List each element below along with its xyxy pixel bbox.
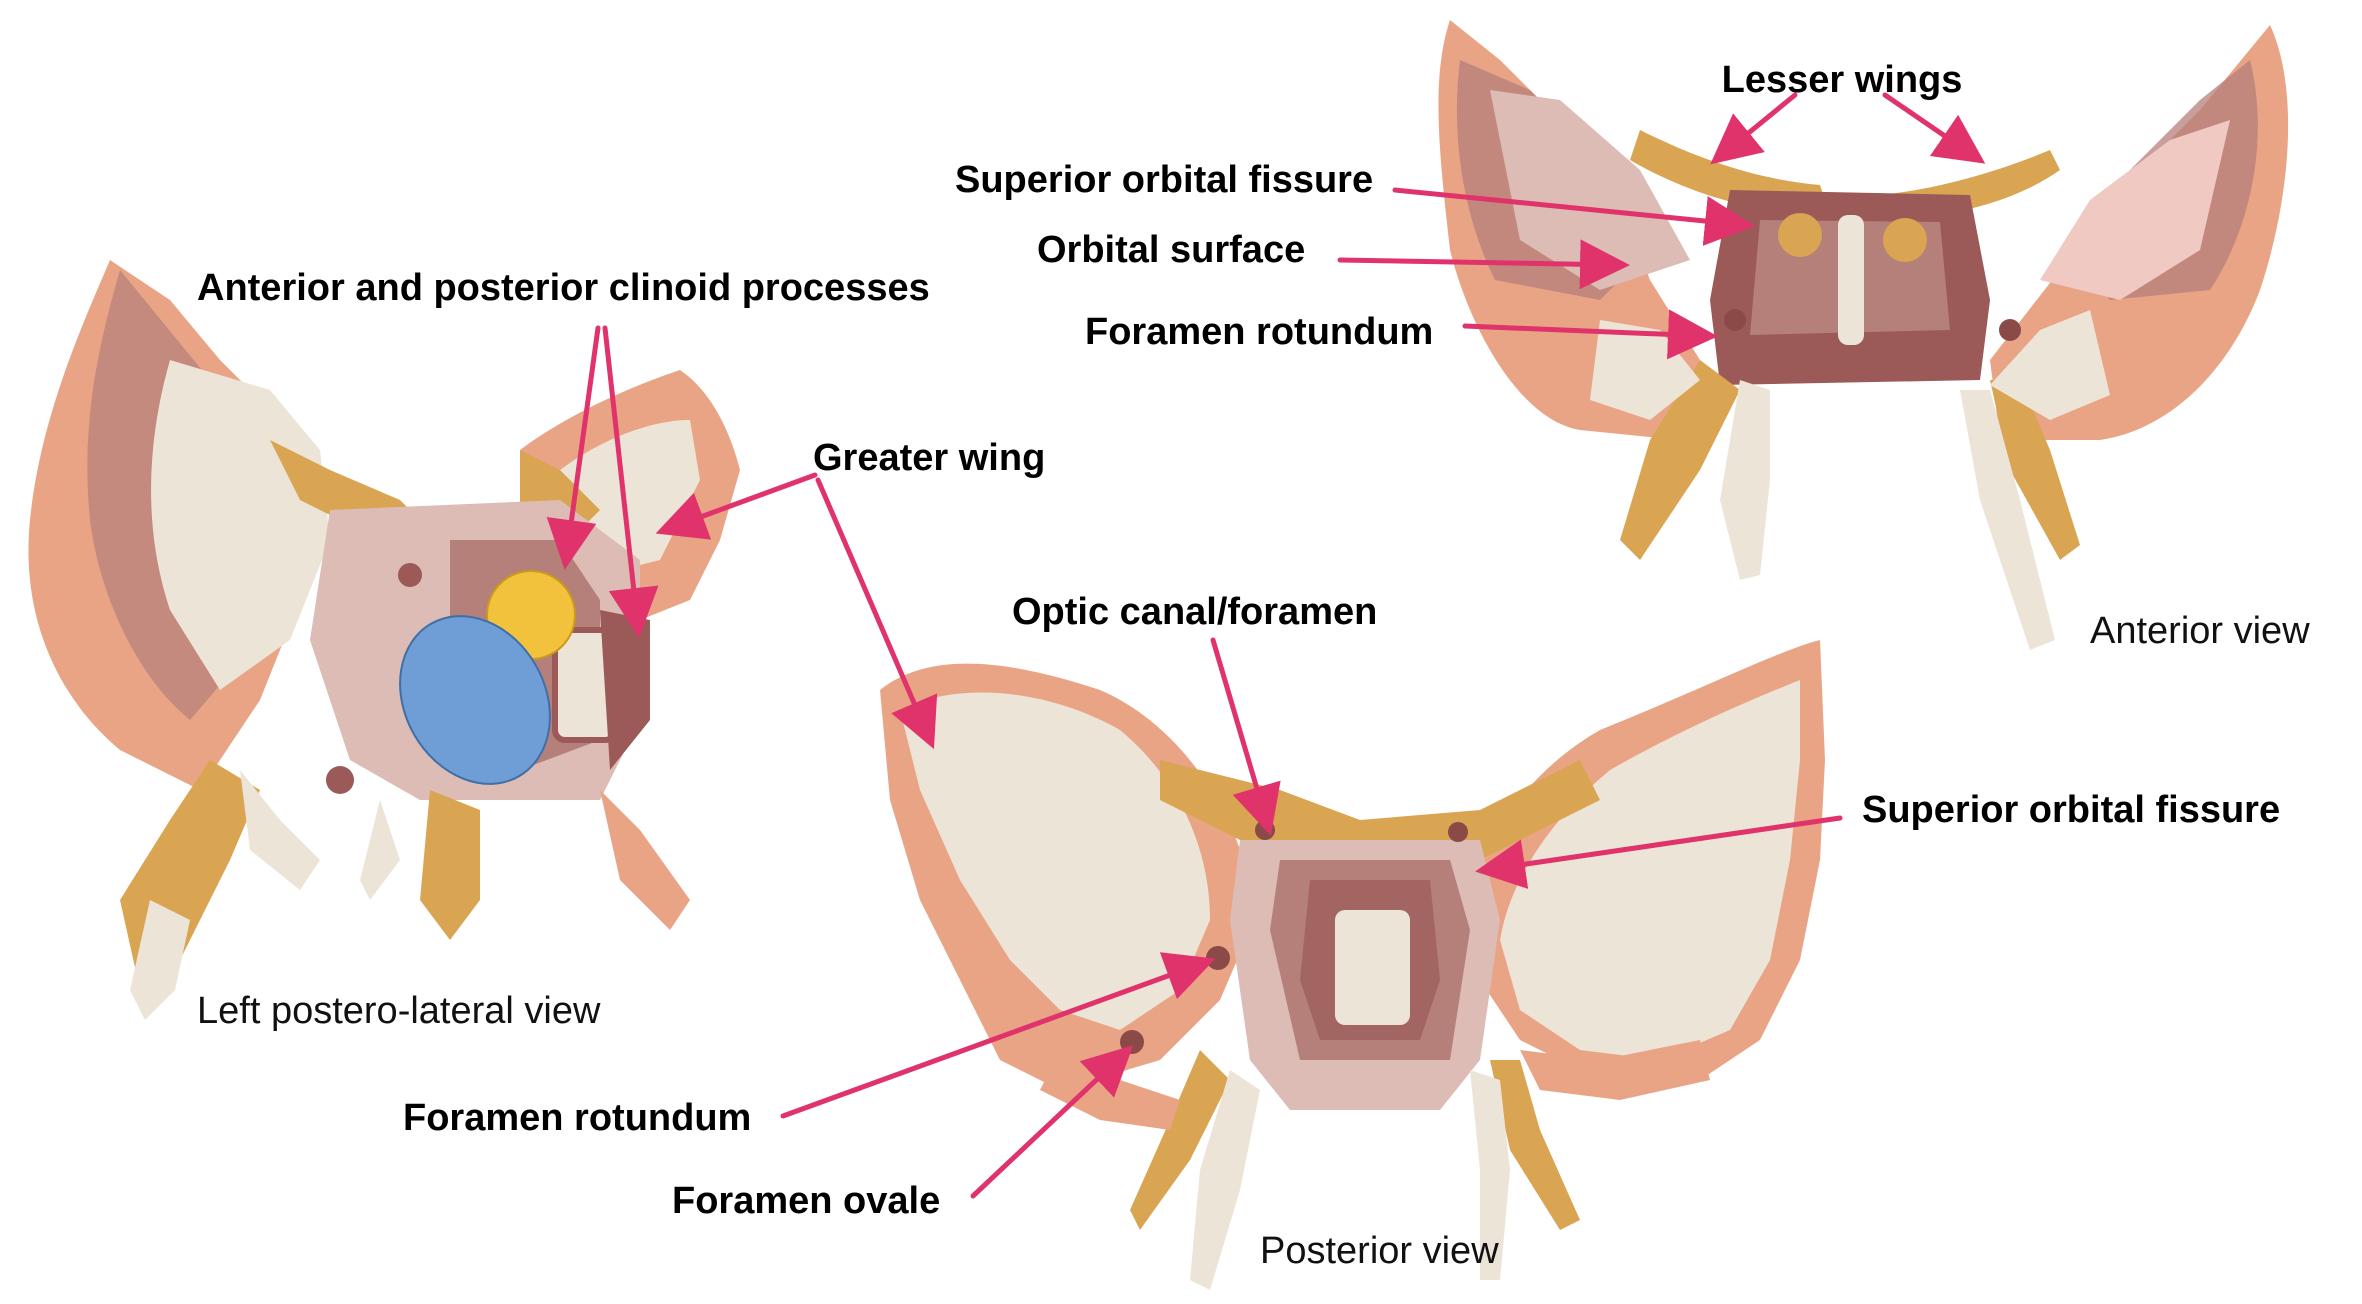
label-foramen-rotundum-posterior: Foramen rotundum (403, 1097, 751, 1139)
label-foramen-rotundum-anterior: Foramen rotundum (1085, 311, 1433, 353)
arrow-foramen-rotundum-anterior (1462, 309, 1718, 360)
caption-left-postero-lateral-view: Left postero-lateral view (197, 990, 601, 1032)
label-anterior-posterior-clinoid: Anterior and posterior clinoid processes (197, 267, 930, 309)
posterior-body-panel (1335, 910, 1410, 1025)
arrow-clinoid-anterior (546, 325, 601, 570)
annotation-arrows (546, 92, 1986, 1199)
caption-posterior-view: Posterior view (1260, 1230, 1499, 1272)
arrow-optic-canal (1210, 637, 1281, 836)
label-optic-canal: Optic canal/foramen (1012, 591, 1377, 633)
arrow-lesser-wings-right (1882, 92, 1986, 164)
arrow-superior-orbital-fissure-posterior (1475, 815, 1843, 889)
label-greater-wing: Greater wing (813, 437, 1045, 479)
arrow-foramen-ovale (970, 1045, 1134, 1199)
arrow-foramen-rotundum-posterior (780, 952, 1216, 1119)
caption-anterior-view: Anterior view (2090, 610, 2310, 652)
arrow-clinoid-posterior (602, 325, 659, 638)
arrow-greater-wing-posterior (815, 477, 938, 750)
label-orbital-surface: Orbital surface (1037, 229, 1305, 271)
posterior-view-bone (880, 640, 1825, 1290)
arrow-superior-orbital-fissure-anterior (1392, 187, 1755, 246)
label-superior-orbital-fissure-anterior: Superior orbital fissure (955, 159, 1373, 201)
arrow-lesser-wings-left (1710, 92, 1798, 165)
label-superior-orbital-fissure-posterior: Superior orbital fissure (1862, 789, 2280, 831)
postero-lateral-view-bone (28, 260, 740, 1020)
label-foramen-ovale: Foramen ovale (672, 1180, 940, 1222)
blue-marker-posterior-clinoid (399, 615, 551, 785)
arrow-orbital-surface (1337, 239, 1630, 290)
label-lesser-wings: Lesser wings (1722, 59, 1963, 101)
arrow-greater-wing-left (655, 472, 818, 540)
anterior-view-bone (1438, 20, 2289, 650)
